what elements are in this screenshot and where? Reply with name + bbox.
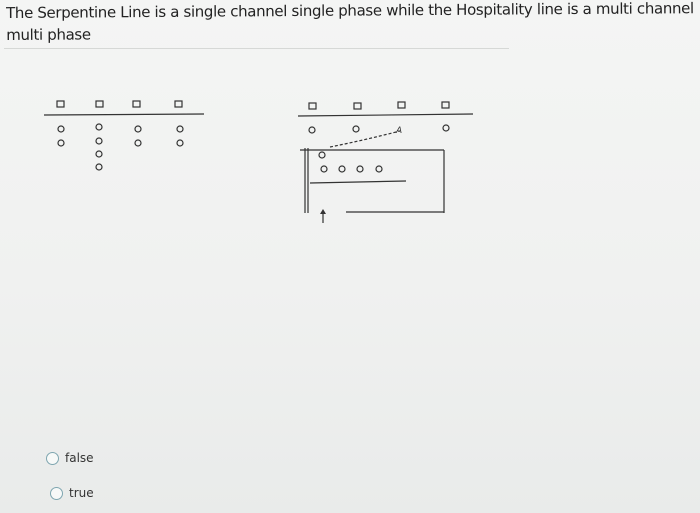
customer-dot <box>134 139 142 147</box>
customer-dot <box>95 123 103 131</box>
counter-box <box>95 100 104 108</box>
dashed-path <box>329 130 401 148</box>
option-true[interactable]: true <box>50 486 94 500</box>
customer-dot <box>356 165 364 173</box>
entry-arrow-head <box>320 209 326 214</box>
option-false[interactable]: false <box>46 451 94 465</box>
customer-dot <box>338 165 346 173</box>
counter-box <box>308 102 317 110</box>
counter-box <box>132 100 141 108</box>
customer-dot <box>134 125 142 133</box>
left-service-counters <box>56 100 183 108</box>
divider <box>4 48 509 49</box>
customer-dot <box>442 124 450 132</box>
customer-dot <box>95 137 103 145</box>
customer-dot <box>318 151 326 159</box>
counter-box <box>174 100 183 108</box>
counter-box <box>397 101 406 109</box>
customer-dot <box>95 163 103 171</box>
arrow-label: A <box>395 125 402 135</box>
left-customers <box>57 123 184 171</box>
radio-true[interactable] <box>50 486 63 500</box>
customer-dot <box>57 125 65 133</box>
serpentine-rope <box>300 148 445 213</box>
customer-dot <box>352 125 360 133</box>
customer-dot <box>375 165 383 173</box>
counter-box <box>56 100 65 108</box>
customer-dot <box>95 150 103 158</box>
counter-box <box>441 101 450 109</box>
customer-dot <box>320 165 328 173</box>
customer-dot <box>176 139 184 147</box>
option-false-label: false <box>65 451 94 465</box>
radio-false[interactable] <box>46 451 59 465</box>
customer-dot <box>176 125 184 133</box>
right-customers <box>308 124 450 173</box>
option-true-label: true <box>69 486 94 500</box>
left-counter-line <box>43 113 205 116</box>
right-counter-line <box>297 113 474 117</box>
right-service-counters <box>308 101 450 110</box>
customer-dot <box>308 126 316 134</box>
counter-box <box>353 102 362 110</box>
customer-dot <box>57 139 65 147</box>
